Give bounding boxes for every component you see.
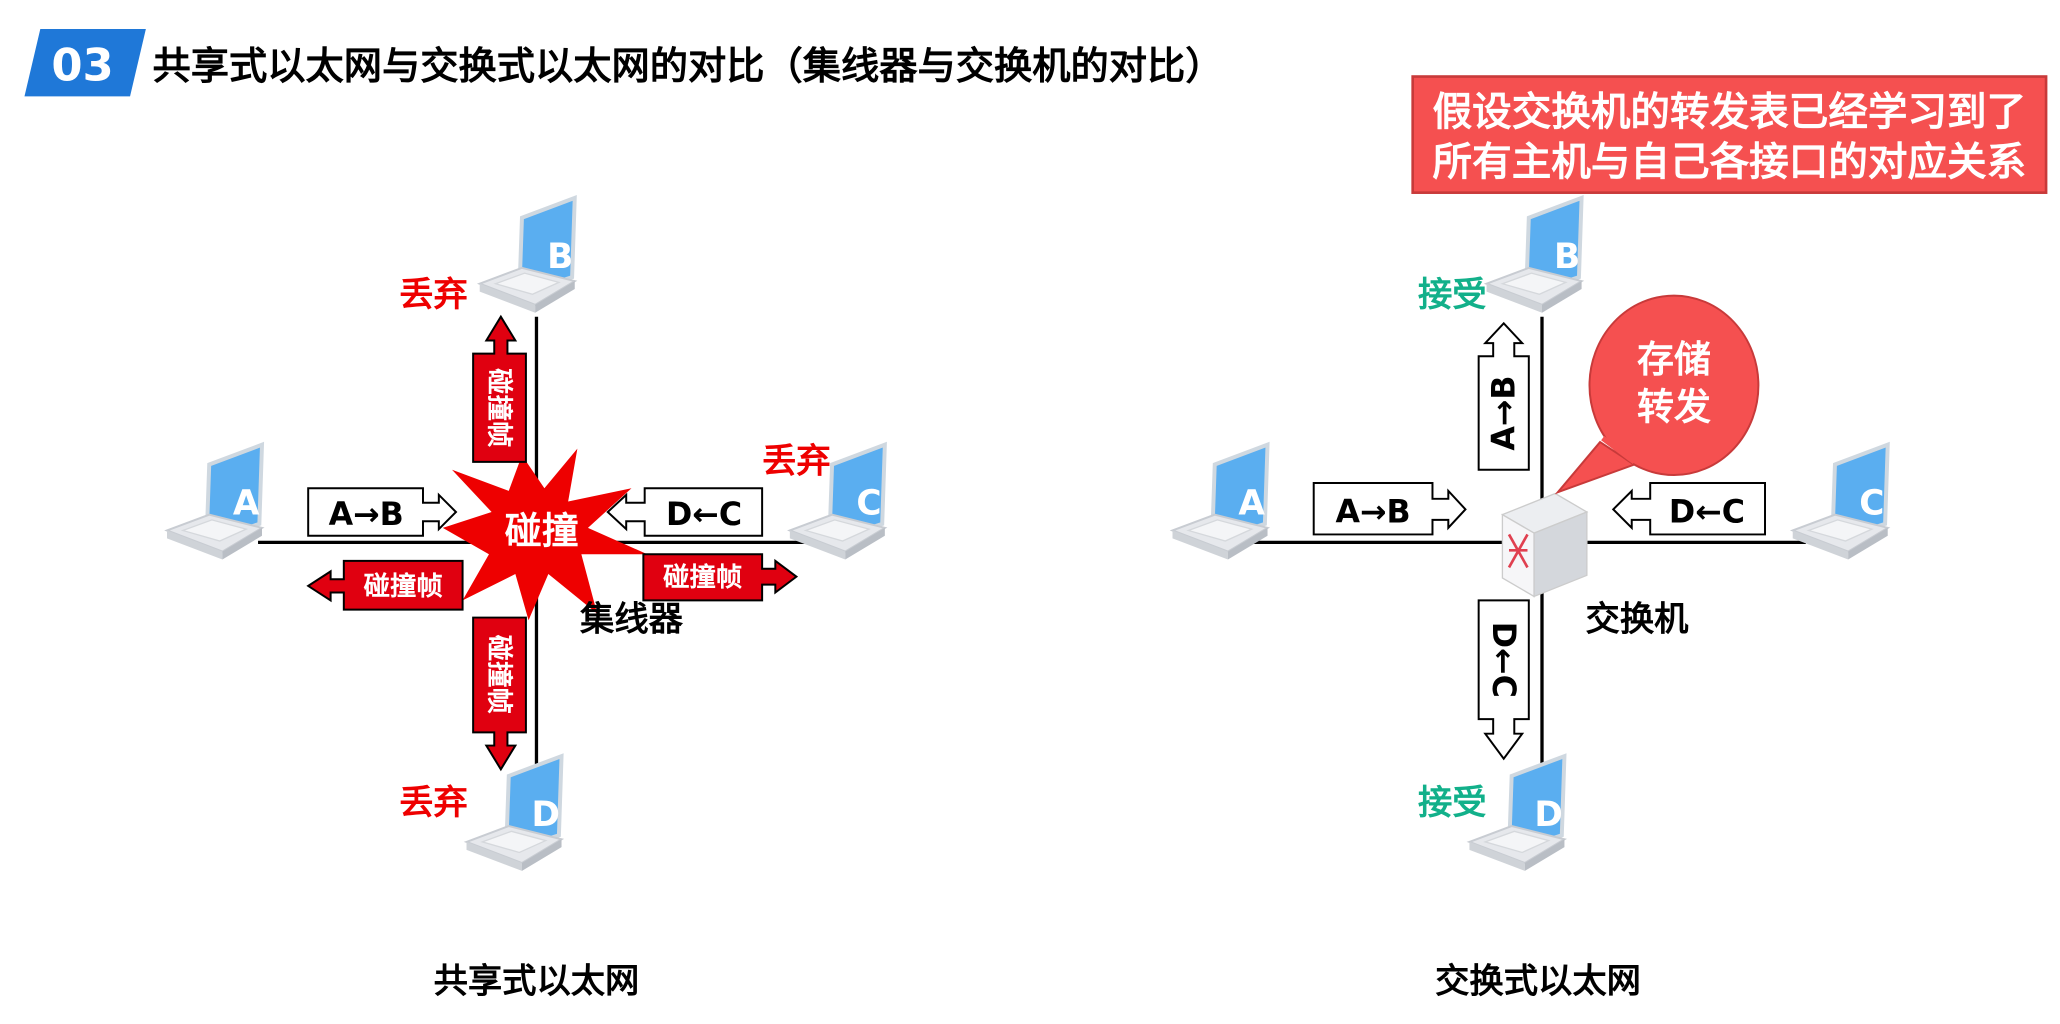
collision-frame-down: 碰撞帧 xyxy=(472,616,527,772)
host-label-d: D xyxy=(1534,795,1562,835)
section-number: 03 xyxy=(51,38,113,91)
collision-frame-right-label: 碰撞帧 xyxy=(663,562,742,593)
collision-frame-up-label: 碰撞帧 xyxy=(483,368,514,447)
note-line-2: 所有主机与自己各接口的对应关系 xyxy=(1433,140,2027,186)
host-label-c: C xyxy=(1859,484,1884,524)
host-label-d: D xyxy=(531,795,559,835)
page-title: 共享式以太网与交换式以太网的对比（集线器与交换机的对比） xyxy=(152,44,1223,89)
collision-label: 碰撞 xyxy=(505,510,579,553)
forwarded-frame-d-to-c: D←C xyxy=(1477,599,1530,761)
section-badge: 03 xyxy=(24,29,146,97)
discard-label-d: 丢弃 xyxy=(399,783,468,823)
frame-a-to-b: A→B xyxy=(1312,481,1467,536)
forwarded-frame-a-to-b: A→B xyxy=(1477,321,1530,471)
collision-frame-up: 碰撞帧 xyxy=(472,314,527,463)
collision-frame-down-label: 碰撞帧 xyxy=(483,635,514,714)
bubble-line-1: 存储 xyxy=(1637,338,1711,381)
frame-a-to-b-label: A→B xyxy=(329,497,404,533)
frame-d-to-c-label: D←C xyxy=(666,497,742,533)
store-and-forward-bubble: 存储 转发 xyxy=(1554,294,1760,495)
accept-label-b: 接受 xyxy=(1418,275,1487,315)
frame-a-to-b-label: A→B xyxy=(1336,495,1411,531)
collision-frame-right: 碰撞帧 xyxy=(642,553,799,602)
assumption-note: 假设交换机的转发表已经学习到了 所有主机与自己各接口的对应关系 xyxy=(1411,75,2048,194)
frame-d-to-c: D←C xyxy=(606,487,764,537)
collision-frame-left: 碰撞帧 xyxy=(306,559,464,611)
hub-label: 集线器 xyxy=(579,600,684,640)
switched-ethernet-caption: 交换式以太网 xyxy=(1435,961,1641,1001)
note-line-1: 假设交换机的转发表已经学习到了 xyxy=(1433,89,2027,135)
host-label-a: A xyxy=(1238,484,1265,524)
switched-ethernet-diagram: B A C D 接受 接受 A→B D←C A→B D←C xyxy=(1170,195,1890,1001)
shared-ethernet-diagram: B A C D 丢弃 丢弃 丢弃 A→B D←C 碰撞 碰撞帧 xyxy=(165,195,887,1001)
accept-label-d: 接受 xyxy=(1418,783,1487,823)
host-label-c: C xyxy=(856,484,881,524)
discard-label-b: 丢弃 xyxy=(399,275,468,315)
host-label-a: A xyxy=(233,484,260,524)
switch-label: 交换机 xyxy=(1586,600,1690,640)
frame-d-to-c-label: D←C xyxy=(1669,495,1745,531)
host-label-b: B xyxy=(547,237,573,277)
collision-frame-left-label: 碰撞帧 xyxy=(364,571,443,602)
frame-d-to-c: D←C xyxy=(1611,481,1766,536)
shared-ethernet-caption: 共享式以太网 xyxy=(434,961,640,1001)
forwarded-frame-a-to-b-label: A→B xyxy=(1486,375,1522,450)
collision-burst: 碰撞 xyxy=(442,448,648,621)
host-label-b: B xyxy=(1554,237,1580,277)
frame-a-to-b: A→B xyxy=(307,487,458,537)
bubble-line-2: 转发 xyxy=(1637,386,1711,429)
switch-icon xyxy=(1500,492,1589,598)
forwarded-frame-d-to-c-label: D←C xyxy=(1485,622,1521,698)
discard-label-c: 丢弃 xyxy=(762,441,831,481)
